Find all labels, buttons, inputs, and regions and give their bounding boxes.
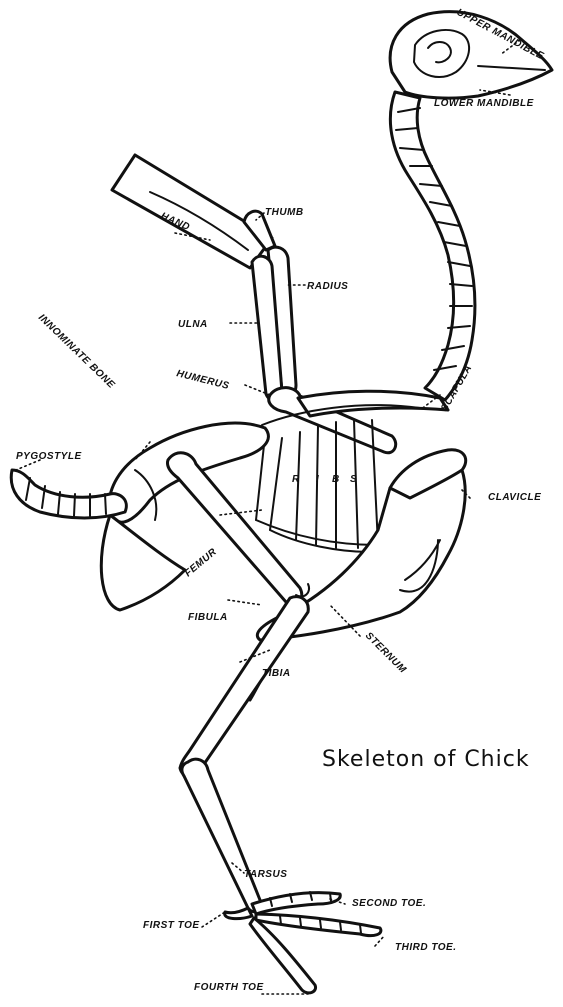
third-toe (256, 914, 381, 936)
first-toe (225, 908, 252, 919)
label-sternum: STERNUM (363, 630, 408, 675)
label-radius: RADIUS (307, 281, 348, 292)
hand-bone (112, 155, 272, 268)
label-thumb: THUMB (265, 207, 304, 218)
label-humerus: HUMERUS (175, 368, 230, 392)
label-second-toe: SECOND TOE. (352, 898, 426, 909)
label-ulna: ULNA (178, 319, 208, 330)
label-third-toe: THIRD TOE. (395, 942, 456, 953)
diagram-title: Skeleton of Chick (322, 747, 530, 772)
label-lower-mandible: LOWER MANDIBLE (434, 98, 534, 109)
scapula-bone (298, 391, 448, 416)
tarsus-bone (182, 759, 261, 912)
pygostyle (11, 470, 126, 518)
neck-vertebrae (390, 92, 474, 400)
label-fourth-toe: FOURTH TOE (194, 982, 264, 993)
second-toe (252, 893, 340, 914)
label-tibia: TIBIA (262, 668, 291, 679)
label-tarsus: TARSUS (244, 869, 287, 880)
label-fibula: FIBULA (188, 612, 228, 623)
pelvis-lower (101, 515, 185, 610)
label-first-toe: FIRST TOE (143, 920, 200, 931)
label-pygostyle: PYGOSTYLE (16, 451, 82, 462)
femur-bone (167, 453, 301, 605)
rib-letter-b: B (332, 474, 340, 485)
rib-letter-i: I (316, 474, 319, 485)
rib-letter-s: S (350, 474, 357, 485)
label-innominate-bone: INNOMINATE BONE (36, 312, 117, 391)
tibia-bone (180, 597, 308, 777)
label-femur: FEMUR (183, 546, 219, 579)
label-clavicle: CLAVICLE (488, 492, 541, 503)
rib-letter-r: R (292, 474, 300, 485)
